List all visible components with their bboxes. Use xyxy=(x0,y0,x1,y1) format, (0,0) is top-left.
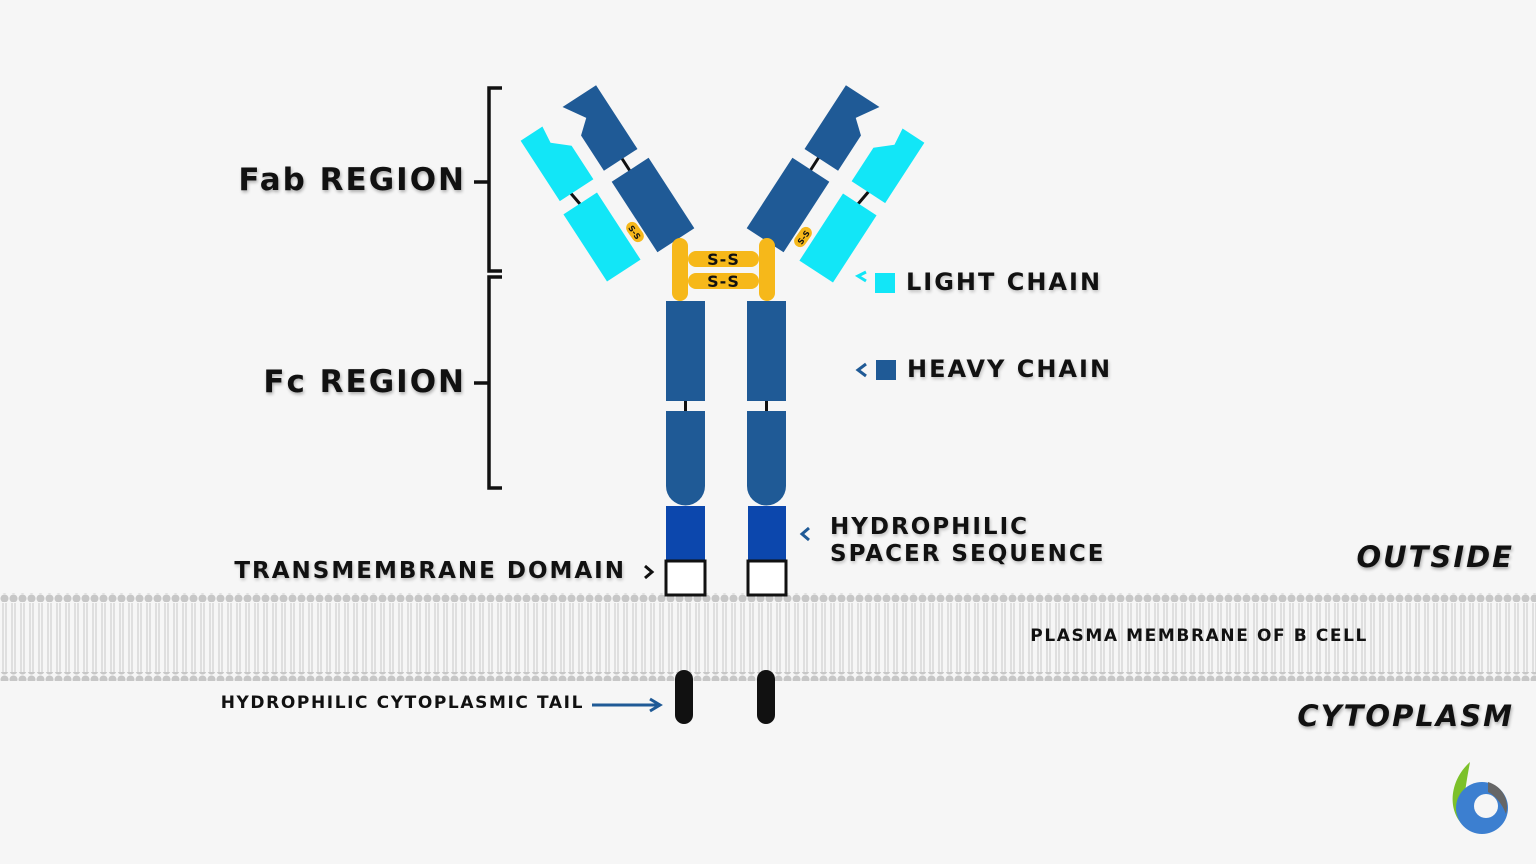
right-heavy-variable-domain xyxy=(804,85,880,171)
leaf-logo-icon xyxy=(1452,762,1508,834)
outside-label: OUTSIDE xyxy=(1356,540,1514,574)
heavy-chain-swatch xyxy=(876,360,896,380)
left-fab-arm: S-S xyxy=(520,85,695,282)
cytoplasm-label: CYTOPLASM xyxy=(1297,699,1514,733)
hinge-disulfide-bond-1 xyxy=(688,251,759,267)
left-heavy-constant-domain xyxy=(611,157,695,253)
fab-bracket xyxy=(474,86,502,273)
fc-region-label: Fc REGION xyxy=(263,364,466,400)
cytoplasmic-tail-label: HYDROPHILIC CYTOPLASMIC TAIL xyxy=(220,693,584,713)
cytoplasmic-tails xyxy=(675,670,775,724)
plasma-membrane-label: PLASMA MEMBRANE OF B CELL xyxy=(1030,626,1368,646)
right-light-variable-domain xyxy=(851,128,925,204)
right-fc-domain-1 xyxy=(747,301,786,401)
arrow-right-icon xyxy=(592,697,663,713)
fc-bracket xyxy=(474,275,502,490)
fc-region-stems xyxy=(664,301,788,597)
hinge-disulfide-label-2: S-S xyxy=(707,272,740,291)
chevron-left-icon xyxy=(855,362,867,378)
light-chain-label: LIGHT CHAIN xyxy=(906,268,1103,296)
spacer-sequence-label-line1: HYDROPHILIC xyxy=(830,514,1030,540)
chevron-left-icon xyxy=(799,526,810,542)
chevron-right-icon xyxy=(644,564,655,580)
transmembrane-domain-label: TRANSMEMBRANE DOMAIN xyxy=(234,558,626,584)
light-chain-swatch xyxy=(875,273,895,293)
hinge-disulfide-bond-2 xyxy=(688,273,759,289)
heavy-chain-label: HEAVY CHAIN xyxy=(907,355,1113,383)
left-fc-domain-2 xyxy=(666,411,705,506)
hinge-region: S-S S-S xyxy=(672,238,775,301)
right-fc-domain-2 xyxy=(747,411,786,506)
left-fc-domain-1 xyxy=(666,301,705,401)
right-heavy-constant-domain xyxy=(746,157,830,253)
right-arm-disulfide-bond xyxy=(794,226,812,248)
right-light-constant-domain xyxy=(799,193,877,283)
left-arm-disulfide-bond xyxy=(626,221,644,243)
hinge-disulfide-label-1: S-S xyxy=(707,250,740,269)
right-spacer-sequence xyxy=(748,506,786,562)
left-light-constant-domain xyxy=(563,192,641,282)
spacer-sequence-label-line2: SPACER SEQUENCE xyxy=(830,541,1106,567)
chevron-left-icon xyxy=(854,270,867,283)
left-light-variable-domain xyxy=(520,126,594,202)
left-transmembrane-domain xyxy=(664,559,707,597)
left-spacer-sequence xyxy=(666,506,705,562)
fab-region-label: Fab REGION xyxy=(238,162,466,198)
left-heavy-variable-domain xyxy=(562,85,638,171)
right-transmembrane-domain xyxy=(746,559,788,597)
